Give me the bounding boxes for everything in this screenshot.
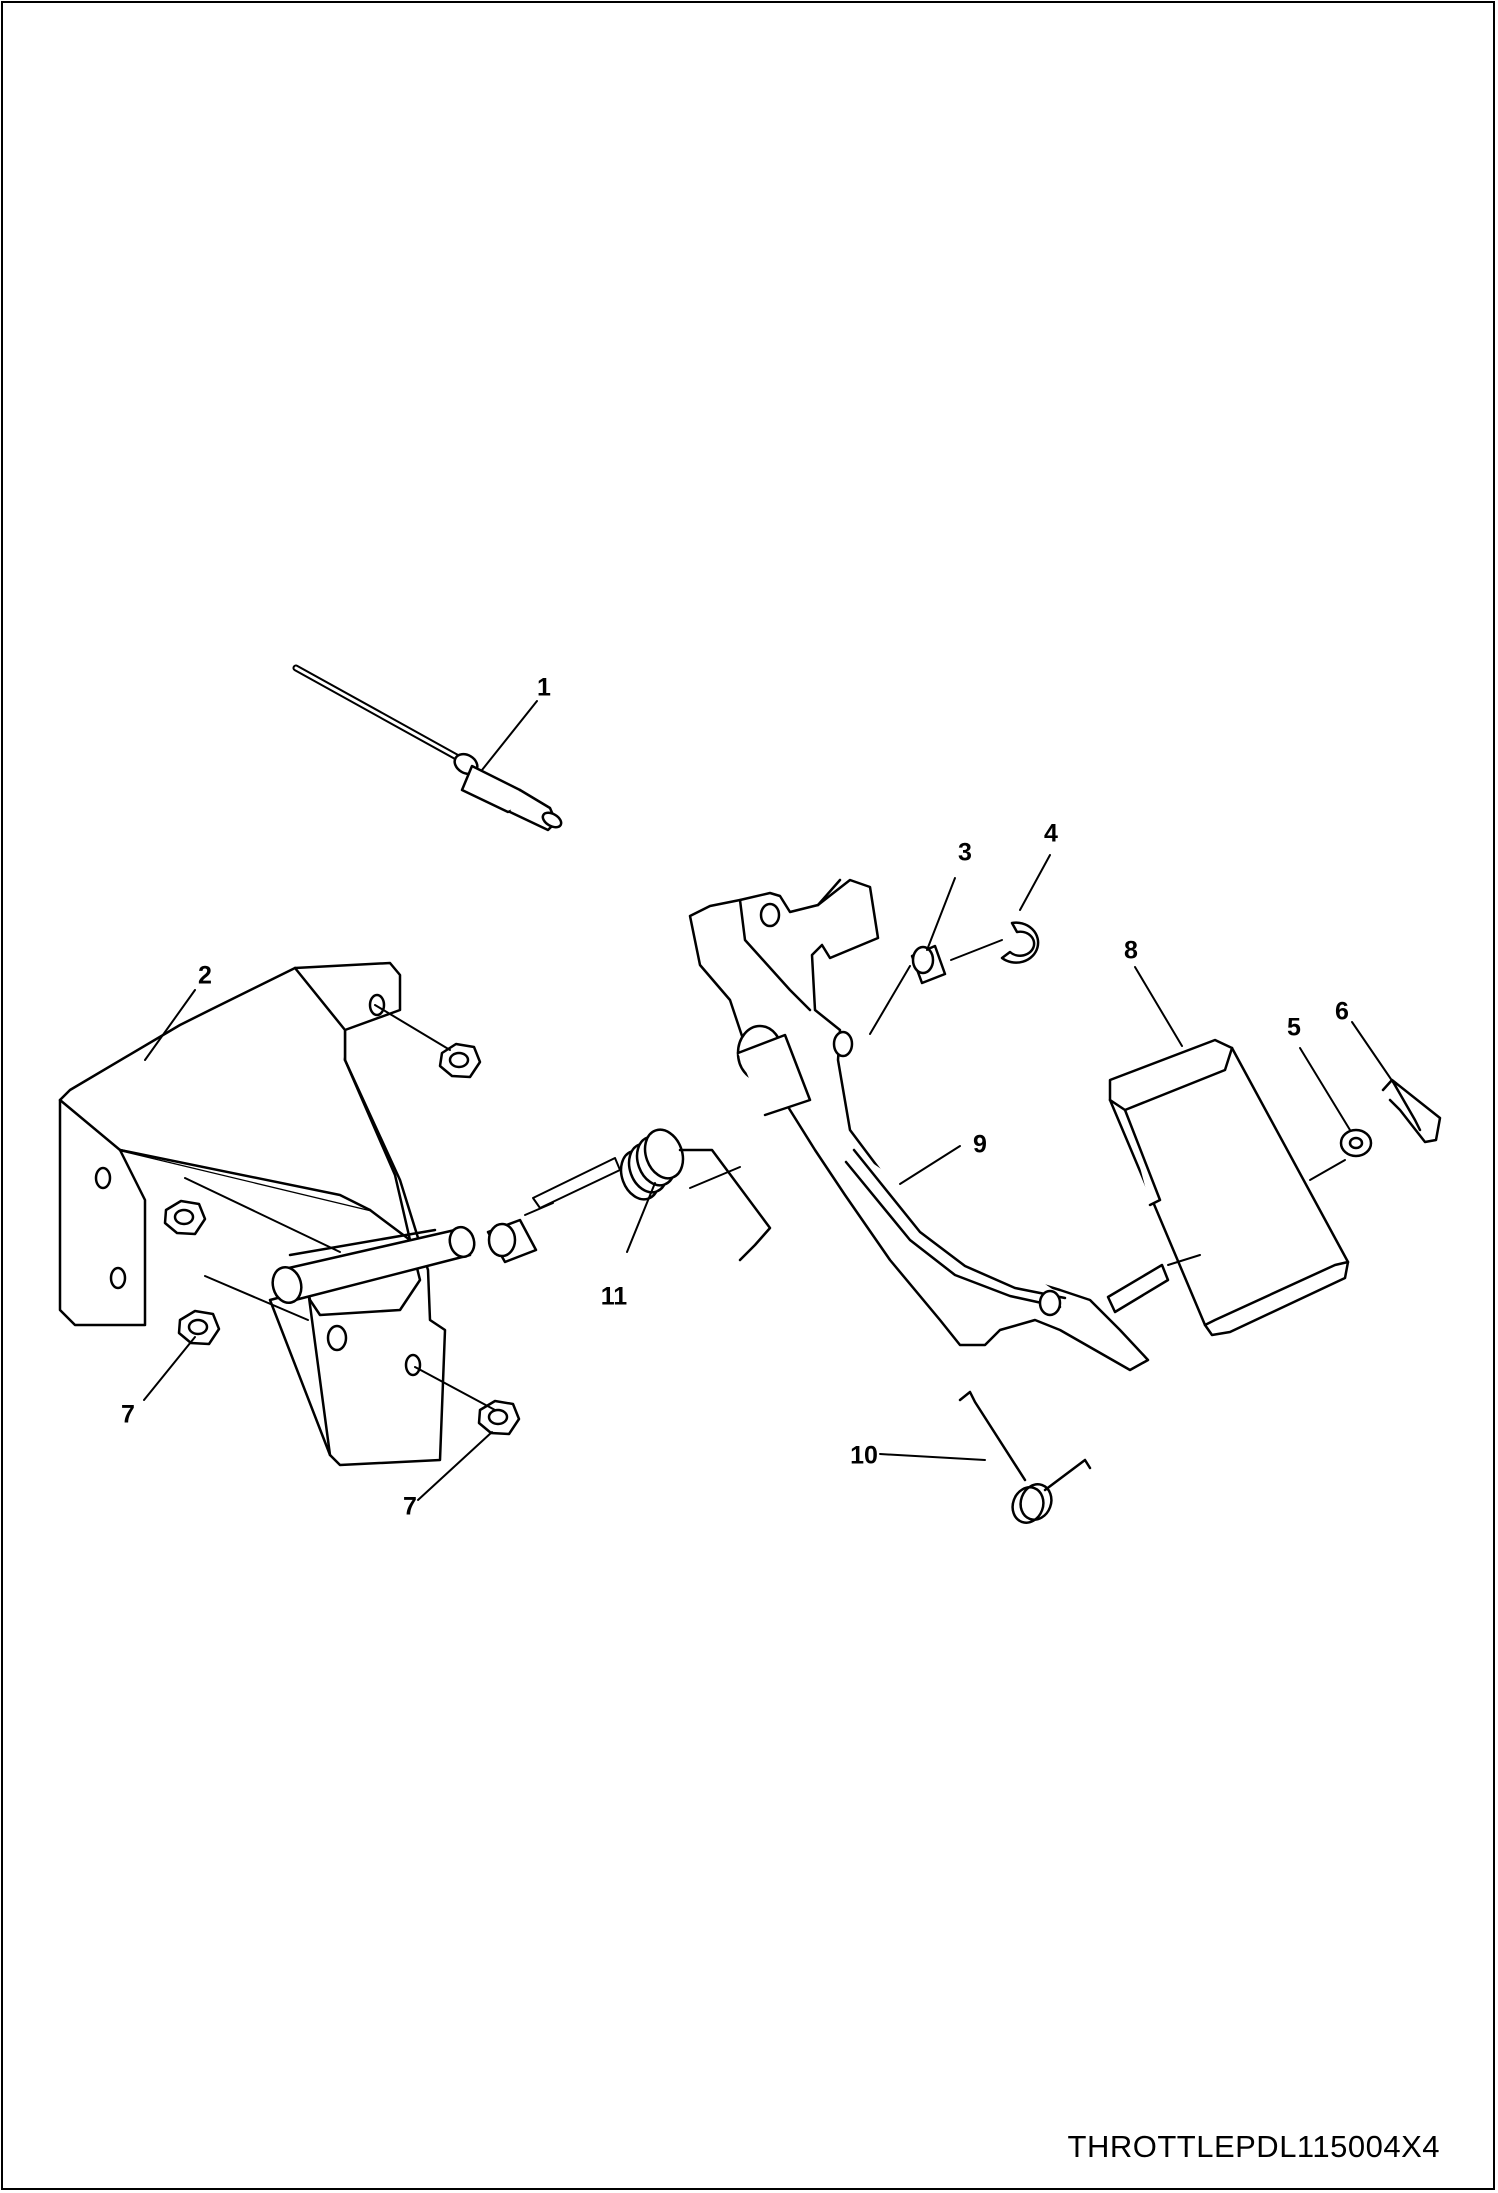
callout-8: 8 xyxy=(1124,936,1138,965)
bushing-part xyxy=(486,944,947,1264)
hairpin-clip-part xyxy=(1381,1078,1442,1144)
callout-10: 10 xyxy=(850,1441,878,1470)
washer-part xyxy=(1339,1128,1373,1158)
callout-4: 4 xyxy=(1044,819,1058,848)
callout-6: 6 xyxy=(1335,997,1349,1026)
throttle-rod-part xyxy=(292,664,563,832)
pedal-arm-part xyxy=(688,878,1170,1372)
callout-9: 9 xyxy=(973,1130,987,1159)
callout-1: 1 xyxy=(537,673,551,702)
pedal-pad-part xyxy=(1108,1038,1350,1337)
callout-7-left: 7 xyxy=(121,1400,135,1429)
leader-lines xyxy=(143,700,1396,1501)
retaining-ring-part xyxy=(1000,921,1040,964)
mounting-bracket-part xyxy=(58,961,447,1467)
callout-11: 11 xyxy=(600,1282,628,1311)
torsion-spring-part xyxy=(532,1128,772,1262)
callout-7-bottom: 7 xyxy=(403,1492,417,1521)
callout-2: 2 xyxy=(198,961,212,990)
drawing-number: THROTTLEPDL115004X4 xyxy=(1067,2129,1440,2164)
pivot-shaft-part xyxy=(271,1225,476,1305)
callout-3: 3 xyxy=(958,838,972,867)
callout-5: 5 xyxy=(1287,1013,1301,1042)
return-spring-part xyxy=(958,1390,1092,1524)
flange-nut-part xyxy=(163,1042,521,1436)
